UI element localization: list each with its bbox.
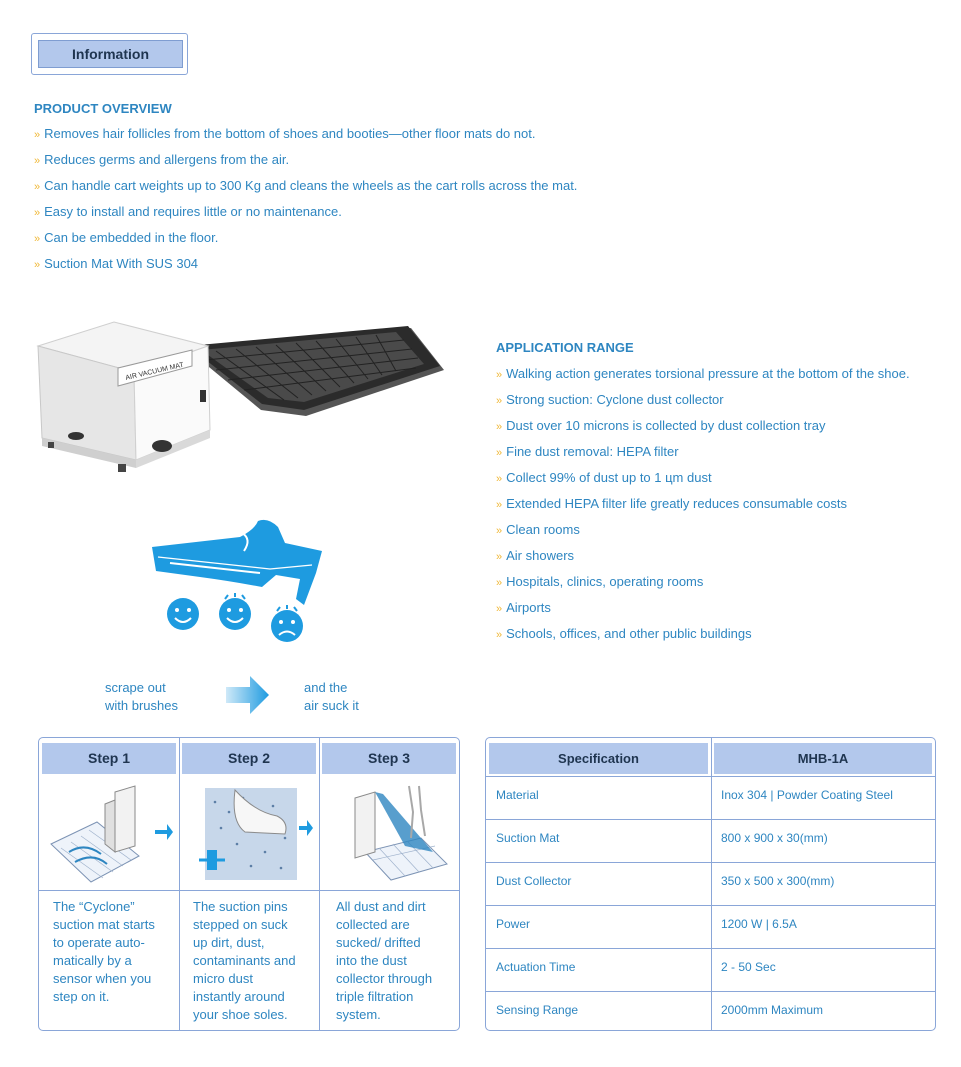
sad-face-icon	[271, 605, 303, 642]
table-row-label: Sensing Range	[496, 1003, 579, 1017]
list-item: »Can be embedded in the floor.	[34, 230, 219, 245]
list-item: »Can handle cart weights up to 300 Kg an…	[34, 178, 578, 193]
divider	[486, 862, 935, 863]
steps-table: Step 1 Step 2 Step 3	[38, 737, 460, 1031]
process-caption-right: and the air suck it	[304, 680, 359, 713]
list-item: »Fine dust removal: HEPA filter	[496, 444, 679, 459]
application-range-list: »Walking action generates torsional pres…	[496, 361, 910, 647]
step-3-illustration	[325, 782, 453, 887]
information-tab[interactable]: Information	[38, 40, 183, 68]
list-item: »Strong suction: Cyclone dust collector	[496, 392, 724, 407]
table-row-value: 350 x 500 x 300(mm)	[721, 874, 835, 888]
right-arrow-icon	[226, 676, 270, 719]
shoe-illustration	[140, 515, 340, 645]
table-row-label: Material	[496, 788, 539, 802]
divider	[486, 905, 935, 906]
specification-table: Specification MHB-1A Material Inox 304 |…	[485, 737, 936, 1031]
divider	[486, 776, 935, 777]
air-vacuum-mat-image: AIR VACUUM MAT	[36, 318, 446, 478]
divider	[39, 890, 459, 891]
table-row-label: Power	[496, 917, 531, 931]
list-item: »Easy to install and requires little or …	[34, 204, 342, 219]
list-item: »Clean rooms	[496, 522, 580, 537]
step-2-header: Step 2	[182, 743, 316, 774]
step-3-header: Step 3	[322, 743, 456, 774]
table-row-label: Suction Mat	[496, 831, 560, 845]
list-item: »Removes hair follicles from the bottom …	[34, 126, 536, 141]
divider	[179, 738, 180, 1030]
information-tab-frame: Information	[31, 33, 188, 75]
list-item: »Extended HEPA filter life greatly reduc…	[496, 496, 847, 511]
list-item: »Reduces germs and allergens from the ai…	[34, 152, 290, 167]
smile-face-icon	[219, 593, 251, 630]
smile-face-icon	[167, 598, 199, 630]
list-item: »Hospitals, clinics, operating rooms	[496, 574, 704, 589]
list-item: »Suction Mat With SUS 304	[34, 256, 199, 271]
list-item: »Airports	[496, 600, 551, 615]
product-overview-list: »Removes hair follicles from the bottom …	[34, 121, 577, 277]
spec-header-model: MHB-1A	[714, 743, 932, 774]
divider	[486, 991, 935, 992]
step-2-illustration	[185, 782, 313, 887]
step-1-illustration	[45, 782, 173, 887]
spec-header-label: Specification	[489, 743, 708, 774]
divider	[486, 948, 935, 949]
list-item: »Air showers	[496, 548, 575, 563]
divider	[711, 738, 712, 1030]
table-row-value: 800 x 900 x 30(mm)	[721, 831, 828, 845]
table-row-value: 2 - 50 Sec	[721, 960, 776, 974]
list-item: »Walking action generates torsional pres…	[496, 366, 910, 381]
table-row-label: Actuation Time	[496, 960, 576, 974]
step-1-header: Step 1	[42, 743, 176, 774]
process-caption-left: scrape out with brushes	[105, 680, 178, 713]
table-row-value: Inox 304 | Powder Coating Steel	[721, 788, 893, 802]
list-item: »Schools, offices, and other public buil…	[496, 626, 752, 641]
divider	[486, 819, 935, 820]
list-item: »Dust over 10 microns is collected by du…	[496, 418, 826, 433]
product-overview-title: PRODUCT OVERVIEW	[34, 101, 172, 116]
divider	[319, 738, 320, 1030]
table-row-label: Dust Collector	[496, 874, 572, 888]
table-row-value: 2000mm Maximum	[721, 1003, 824, 1017]
application-range-title: APPLICATION RANGE	[496, 340, 634, 355]
table-row-value: 1200 W | 6.5A	[721, 917, 797, 931]
list-item: »Collect 99% of dust up to 1 цm dust	[496, 470, 712, 485]
